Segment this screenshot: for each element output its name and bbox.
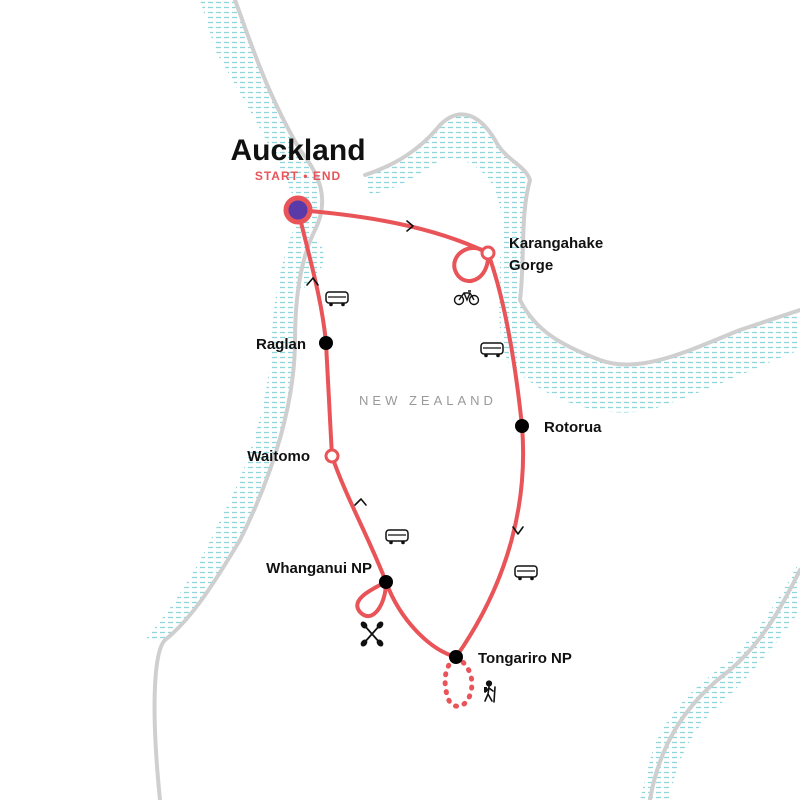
stop-label-whanganui: Whanganui NP	[266, 560, 372, 577]
stop-label-karangahake-line2: Gorge	[509, 257, 553, 274]
arrow-icon	[354, 498, 367, 506]
map-title: Auckland	[230, 134, 365, 167]
route-segment-whanganui-waitomo	[330, 454, 388, 584]
map-subtitle: START • END	[255, 169, 341, 183]
bus-icon	[480, 342, 504, 358]
raglan-marker	[319, 336, 333, 350]
bike-loop	[452, 246, 491, 283]
hiking-loop	[442, 654, 475, 709]
auckland-start-marker	[283, 195, 313, 225]
route-segment-rotorua-tongariro	[454, 424, 526, 659]
bus-icon	[514, 565, 538, 581]
route-segment-raglan-auckland	[296, 208, 328, 345]
rotorua-marker	[515, 419, 529, 433]
kayak-paddle-icon	[360, 621, 384, 647]
karangahake-marker	[480, 245, 496, 261]
waitomo-marker	[324, 448, 340, 464]
bus-icon	[385, 529, 409, 545]
stop-markers	[283, 195, 529, 664]
activity-icons	[325, 290, 538, 703]
stop-label-waitomo: Waitomo	[247, 448, 310, 465]
whanganui-marker	[379, 575, 393, 589]
route-segment-waitomo-raglan	[324, 341, 334, 458]
arrow-icon	[406, 220, 414, 232]
stop-label-rotorua: Rotorua	[544, 419, 602, 436]
stop-label-karangahake: Karangahake	[509, 235, 603, 252]
map-labels: Auckland START • END NEW ZEALAND Karanga…	[230, 134, 603, 667]
route-line	[296, 208, 526, 709]
kayak-loop	[355, 580, 388, 619]
hiker-icon	[484, 680, 496, 703]
east-coast-water	[365, 114, 800, 413]
arrow-icon	[512, 526, 524, 535]
coastlines	[152, 0, 800, 800]
stop-label-raglan: Raglan	[256, 336, 306, 353]
direction-arrows	[306, 220, 524, 535]
stop-label-tongariro: Tongariro NP	[478, 650, 572, 667]
southeast-coastline	[648, 568, 800, 800]
bike-icon	[453, 290, 480, 306]
route-segment-karangahake-rotorua	[486, 251, 524, 428]
west-coast-water	[145, 0, 323, 640]
west-coastline	[152, 0, 325, 800]
route-segment-auckland-karangahake	[296, 208, 490, 255]
country-label: NEW ZEALAND	[359, 393, 497, 408]
arrow-icon	[306, 277, 319, 286]
tongariro-marker	[449, 650, 463, 664]
east-coastline	[363, 112, 800, 367]
route-segment-tongariro-whanganui	[384, 580, 458, 659]
bus-icon	[325, 291, 349, 307]
